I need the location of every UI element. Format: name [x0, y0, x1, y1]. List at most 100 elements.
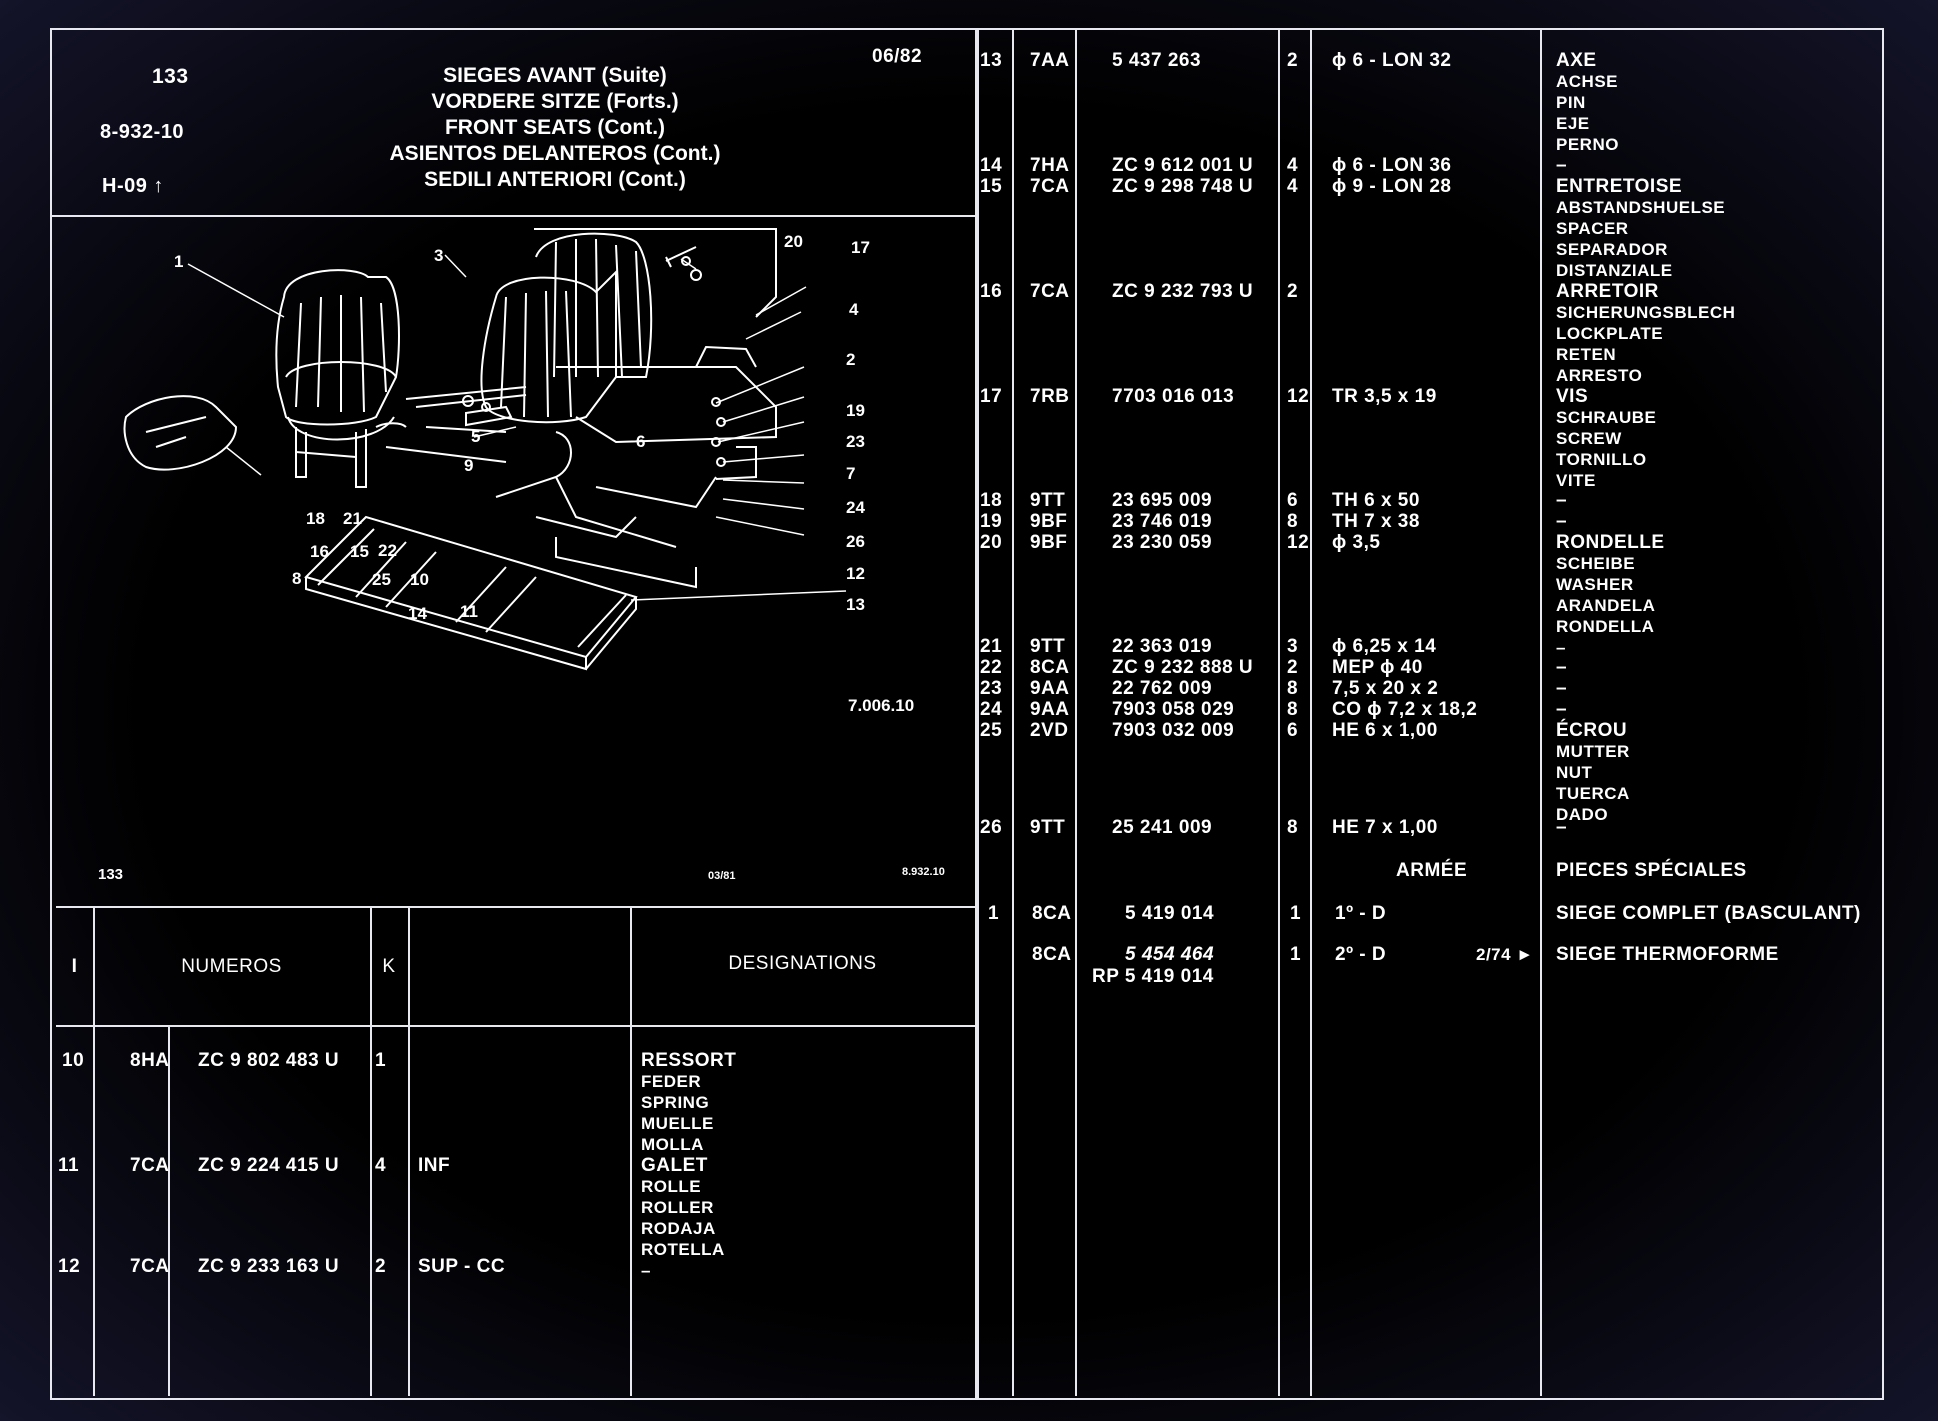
- specification: HE 7 x 1,00: [1332, 817, 1438, 838]
- designation-line: –: [1556, 638, 1566, 657]
- item-number: 23: [980, 678, 1003, 699]
- item-number: 19: [980, 511, 1003, 532]
- designation-line: PERNO: [1556, 135, 1619, 154]
- designation-it: MOLLA: [641, 1135, 704, 1154]
- callout-24: 24: [846, 498, 865, 517]
- figure-plate-label: 133: [98, 866, 123, 883]
- exploded-seat-diagram: 1 2 3 4 5 6 7 8 9 10 11 12 13 14 15 16 1…: [98, 228, 945, 883]
- specification: TH 6 x 50: [1332, 490, 1420, 511]
- specification: MEP ϕ 40: [1332, 657, 1423, 678]
- designation-line: RONDELLA: [1556, 617, 1655, 636]
- item-code: 9BF: [1030, 532, 1068, 553]
- designation-line: ARRESTO: [1556, 366, 1643, 385]
- quantity: 1: [375, 1050, 387, 1071]
- designation-fr: GALET: [641, 1155, 708, 1176]
- specification: 7,5 x 20 x 2: [1332, 678, 1439, 699]
- item-code: 7AA: [1030, 50, 1070, 71]
- part-number: 22 762 009: [1112, 678, 1213, 699]
- part-number: ZC 9 612 001 U: [1112, 155, 1254, 176]
- specification: ϕ 9 - LON 28: [1332, 176, 1452, 197]
- designation-line: LOCKPLATE: [1556, 324, 1664, 343]
- item-number: 1: [988, 903, 1000, 924]
- specification: CO ϕ 7,2 x 18,2: [1332, 699, 1478, 720]
- designation-line: ARRETOIR: [1556, 281, 1659, 302]
- callout-17: 17: [851, 238, 870, 257]
- quantity: 2: [1287, 50, 1299, 71]
- item-number: 14: [980, 155, 1003, 176]
- armee-label: ARMÉE: [1396, 860, 1468, 881]
- col-line: [370, 906, 372, 1396]
- designation-es: RODAJA: [641, 1219, 716, 1238]
- callout-frame: 7.006.10: [848, 696, 914, 715]
- left-seat-illustration: [275, 269, 400, 488]
- quantity: 12: [1287, 386, 1310, 407]
- item-code: 2VD: [1030, 720, 1069, 741]
- item-number: 13: [980, 50, 1003, 71]
- designation-dash: –: [641, 1261, 651, 1280]
- designation-line: –: [1556, 155, 1568, 176]
- part-number: 7903 032 009: [1112, 720, 1235, 741]
- col-line: [93, 906, 95, 1396]
- figure-date-label: 03/81: [708, 870, 736, 882]
- item-number: 24: [980, 699, 1003, 720]
- part-number: ZC 9 232 888 U: [1112, 657, 1254, 678]
- callout-15: 15: [350, 542, 369, 561]
- callout-11: 11: [460, 602, 478, 621]
- designation-line: VITE: [1556, 471, 1596, 490]
- item-code: 8CA: [1032, 903, 1072, 924]
- designation-list: –: [1556, 699, 1567, 720]
- quantity: 8: [1287, 511, 1299, 532]
- section-code: H-09 ↑: [102, 175, 164, 197]
- title-de: VORDERE SITZE (Forts.): [431, 90, 679, 113]
- part-number: 5 419 014: [1125, 903, 1215, 924]
- callout-13: 13: [846, 595, 865, 614]
- quantity: 2: [1287, 281, 1299, 302]
- part-number: 7903 058 029: [1112, 699, 1235, 720]
- callout-5: 5: [471, 427, 480, 446]
- item-number: 10: [62, 1050, 85, 1071]
- designation-line: SCHEIBE: [1556, 554, 1636, 573]
- designation-line: RETEN: [1556, 345, 1617, 364]
- part-number: ZC 9 298 748 U: [1112, 176, 1254, 197]
- item-code: 8HA: [130, 1050, 170, 1071]
- item-code: 9TT: [1030, 490, 1066, 511]
- designation-it: ROTELLA: [641, 1240, 725, 1259]
- callout-3: 3: [434, 246, 443, 265]
- col-header-numeros: NUMEROS: [181, 956, 282, 977]
- designation-line: MUTTER: [1556, 742, 1630, 761]
- designation-list: –: [1556, 490, 1567, 511]
- designation-de: ROLLE: [641, 1177, 702, 1196]
- quantity: 6: [1287, 720, 1299, 741]
- col-header-k: K: [382, 956, 396, 977]
- item-number: 16: [980, 281, 1003, 302]
- quantity: 1: [1290, 903, 1302, 924]
- reference-number: 8-932-10: [100, 121, 185, 143]
- table-header-divider: [56, 1025, 975, 1027]
- designation-line: EJE: [1556, 114, 1590, 133]
- part-number: 23 746 019: [1112, 511, 1213, 532]
- designation: SIEGE COMPLET (BASCULANT): [1556, 903, 1861, 924]
- designation-line: RONDELLE: [1556, 532, 1665, 553]
- item-code: 9AA: [1030, 678, 1070, 699]
- quantity: 1: [1290, 944, 1302, 965]
- base-frame-illustration: [304, 515, 638, 671]
- plate-number: 133: [152, 65, 189, 88]
- part-number: 5 454 464: [1125, 944, 1215, 965]
- designation-line: TUERCA: [1556, 784, 1630, 803]
- item-code: 8CA: [1032, 944, 1072, 965]
- specification: INF: [418, 1155, 451, 1176]
- designation-line: PIN: [1556, 93, 1586, 112]
- right-panel-frame: [975, 28, 1884, 1400]
- col-line: [408, 906, 410, 1396]
- arrow-up-icon: ↑: [153, 175, 164, 197]
- special-parts-heading: PIECES SPÉCIALES: [1556, 860, 1747, 881]
- designation-line: DADO: [1556, 805, 1609, 824]
- item-code: 7HA: [1030, 155, 1070, 176]
- col-line: [1278, 28, 1280, 1396]
- designation-en: ROLLER: [641, 1198, 714, 1217]
- designation-line: SEPARADOR: [1556, 240, 1668, 259]
